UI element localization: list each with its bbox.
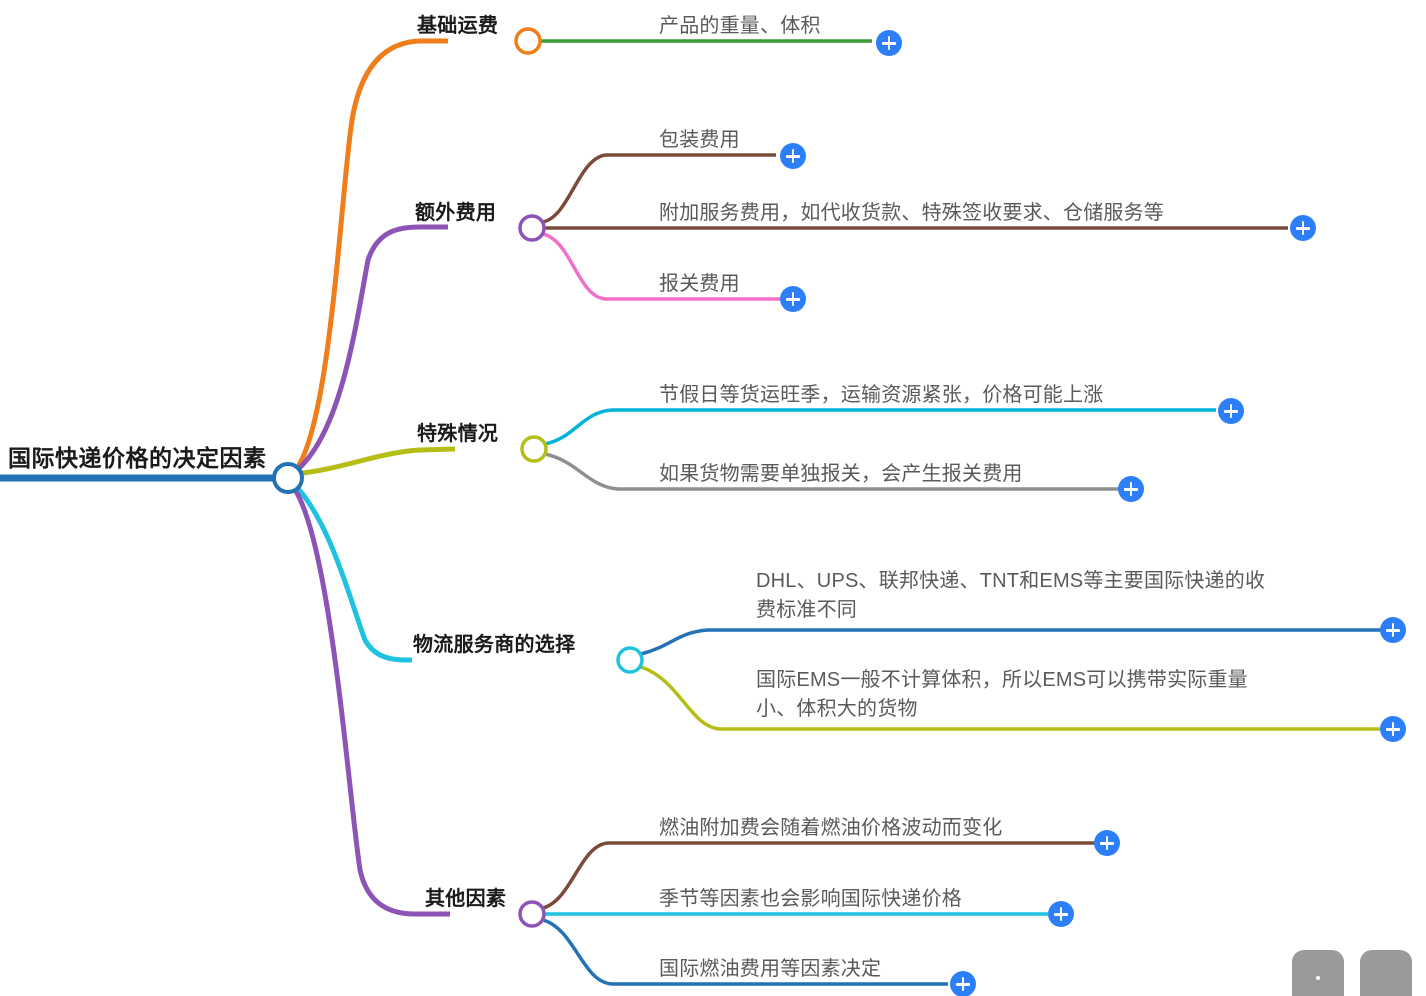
branch-node-circle-1: [518, 214, 546, 242]
edge-root-to-branch-4: [289, 482, 450, 917]
branch-label: 物流服务商的选择: [413, 634, 576, 656]
branch-label: 其他因素: [425, 888, 507, 910]
branch-node-basic-freight[interactable]: 基础运费: [417, 15, 498, 37]
toolbar-button-2[interactable]: [1360, 950, 1412, 996]
branch-label: 基础运费: [417, 15, 499, 37]
leaf-line: 国际燃油费用等因素决定: [659, 958, 882, 980]
leaf-line: 报关费用: [659, 273, 740, 295]
toolbar-button-1-glyph: [1316, 976, 1320, 980]
leaf-node-value-added-service-fee[interactable]: 附加服务费用，如代收货款、特殊签收要求、仓储服务等: [659, 199, 1164, 228]
leaf-node-separate-customs[interactable]: 如果货物需要单独报关，会产生报关费用: [659, 460, 1023, 489]
edge-root-to-branch-2: [293, 446, 456, 477]
leaf-node-ems-volume[interactable]: 国际EMS一般不计算体积，所以EMS可以携带实际重量 小、体积大的货物: [756, 666, 1248, 724]
branch-node-circle-0: [514, 27, 542, 55]
branch-node-circle-4: [518, 900, 546, 928]
leaf-line: DHL、UPS、联邦快递、TNT和EMS等主要国际快递的收: [756, 570, 1266, 592]
leaf-node-peak-season[interactable]: 节假日等货运旺季，运输资源紧张，价格可能上涨: [659, 381, 1103, 410]
leaf-node-intl-fuel-cost[interactable]: 国际燃油费用等因素决定: [659, 955, 881, 984]
floating-toolbar[interactable]: [1292, 950, 1412, 996]
branch-node-other-factors[interactable]: 其他因素: [425, 888, 506, 910]
root-node-label[interactable]: 国际快递价格的决定因素: [8, 445, 267, 471]
expand-button-peak-season[interactable]: [1218, 398, 1244, 424]
root-node-circle: [272, 462, 304, 494]
expand-button-customs-fee[interactable]: [780, 286, 806, 312]
leaf-line: 包装费用: [659, 129, 740, 151]
branch-node-logistics-provider[interactable]: 物流服务商的选择: [413, 634, 575, 656]
toolbar-button-1[interactable]: [1292, 950, 1344, 996]
leaf-line: 附加服务费用，如代收货款、特殊签收要求、仓储服务等: [659, 202, 1164, 224]
branch-node-circle-3: [616, 646, 644, 674]
expand-button-separate-customs[interactable]: [1118, 476, 1144, 502]
leaf-line: 如果货物需要单独报关，会产生报关费用: [659, 463, 1023, 485]
expand-button-packaging-fee[interactable]: [780, 143, 806, 169]
leaf-line: 费标准不同: [756, 599, 857, 621]
branch-label: 额外费用: [415, 202, 497, 224]
expand-button-seasonal-factor[interactable]: [1048, 901, 1074, 927]
leaf-node-weight-volume[interactable]: 产品的重量、体积: [659, 12, 821, 41]
expand-button-fuel-surcharge[interactable]: [1094, 830, 1120, 856]
branch-node-special-cases[interactable]: 特殊情况: [417, 423, 498, 445]
branch-node-circle-2: [520, 435, 548, 463]
branch-label: 特殊情况: [417, 423, 499, 445]
leaf-node-carrier-rates[interactable]: DHL、UPS、联邦快递、TNT和EMS等主要国际快递的收 费标准不同: [756, 567, 1265, 625]
leaf-line: 小、体积大的货物: [756, 698, 918, 720]
edge-branch-2-child-0: [544, 408, 1216, 446]
branch-node-extra-fees[interactable]: 额外费用: [415, 202, 496, 224]
expand-button-weight-volume[interactable]: [876, 30, 902, 56]
leaf-line: 国际EMS一般不计算体积，所以EMS可以携带实际重量: [756, 669, 1248, 691]
expand-button-carrier-rates[interactable]: [1380, 617, 1406, 643]
edge-root-to-branch-3: [291, 481, 412, 663]
expand-button-intl-fuel-cost[interactable]: [950, 971, 976, 996]
leaf-line: 燃油附加费会随着燃油价格波动而变化: [659, 817, 1003, 839]
leaf-node-customs-fee[interactable]: 报关费用: [659, 270, 740, 299]
expand-button-ems-volume[interactable]: [1380, 716, 1406, 742]
edge-root-to-branch-0: [290, 38, 448, 476]
expand-button-value-added-service-fee[interactable]: [1290, 215, 1316, 241]
leaf-node-fuel-surcharge[interactable]: 燃油附加费会随着燃油价格波动而变化: [659, 814, 1002, 843]
root-node-text: 国际快递价格的决定因素: [8, 445, 267, 471]
edge-branch-3-child-0: [640, 628, 1382, 656]
leaf-line: 产品的重量、体积: [659, 15, 821, 37]
leaf-node-packaging-fee[interactable]: 包装费用: [659, 126, 740, 155]
leaf-line: 节假日等货运旺季，运输资源紧张，价格可能上涨: [659, 384, 1104, 406]
leaf-line: 季节等因素也会影响国际快递价格: [659, 888, 962, 910]
leaf-node-seasonal-factor[interactable]: 季节等因素也会影响国际快递价格: [659, 885, 962, 914]
